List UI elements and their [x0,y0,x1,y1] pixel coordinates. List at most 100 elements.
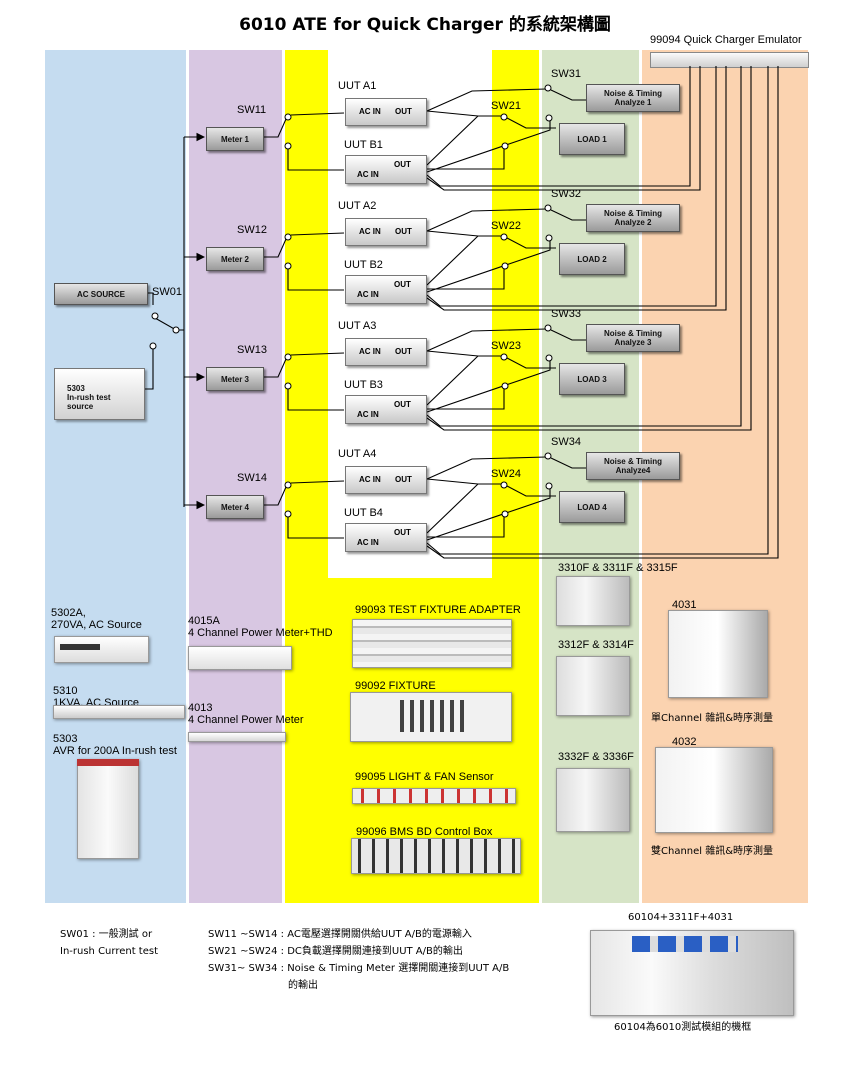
sw14-label: SW14 [237,472,267,484]
meter-4031-image [668,610,768,698]
load-4-box: LOAD 4 [559,491,625,523]
uut-a4-out: OUT [395,475,412,484]
noise-analyzer-1-box: Noise & Timing Analyze 1 [586,84,680,112]
frame-title: 60104+3311F+4031 [628,912,734,923]
fixture-99095-label: 99095 LIGHT & FAN Sensor [355,771,494,783]
fixture-99093-image [352,619,512,668]
uut-b2-acin: AC IN [357,290,379,299]
equip-4015a-image [188,646,292,670]
sw33-label: SW33 [551,308,581,320]
sw13-label: SW13 [237,344,267,356]
uut-a2-label: UUT A2 [338,200,377,212]
page-title: 6010 ATE for Quick Charger 的系統架構圖 [239,15,611,35]
fixture-99096-image [351,838,521,874]
inrush-source-text: 5303 In-rush test source [67,384,111,411]
emulator-wire-4 [426,66,769,555]
uut-a4-label: UUT A4 [338,448,377,460]
uut-a1-acin: AC IN [359,107,381,116]
sw22-node-b [501,262,509,270]
frame-screens [632,936,738,952]
uut-b1-input-wire [287,149,344,171]
uut-a3-input-wire [290,352,345,356]
equip-5310-image [53,705,185,719]
fixture-99093-label: 99093 TEST FIXTURE ADAPTER [355,604,521,616]
sw12-node-a [284,233,292,241]
uut-b2-out-noise [426,241,551,293]
sw11-node-b [284,142,292,150]
sw14-node-b [284,510,292,518]
sw24-node-a [500,481,508,489]
meter-1-box: Meter 1 [206,127,264,151]
sw13-blade [262,358,287,378]
uut-a2-out: OUT [395,227,412,236]
sw34-node-b [545,482,553,490]
uut-a4-box: AC IN OUT [345,466,427,494]
uut-b3-out-load [427,388,505,410]
sw14-blade [262,486,287,506]
uut-a1-input-wire [290,112,345,116]
sw33-node-a [544,324,552,332]
sw11-node-a [284,113,292,121]
equip-4013-image [188,732,286,742]
load-3312-image [556,656,630,716]
uut-b1-out: OUT [394,160,411,169]
equip-5303-image [77,759,139,859]
uut-b2-out-load [427,268,505,290]
uut-b4-out: OUT [394,528,411,537]
emulator-label: 99094 Quick Charger Emulator [650,34,802,46]
meter-4031-label: 4031 [672,599,697,611]
sw31-blade [550,89,586,101]
sw13-node-a [284,353,292,361]
uut-b3-out: OUT [394,400,411,409]
sw24-label: SW24 [491,468,521,480]
uut-b4-input-wire [287,517,344,539]
sw13-node-b [284,382,292,390]
uut-a1-label: UUT A1 [338,80,377,92]
emulator-wire-3b [426,66,752,431]
white-divider-3 [539,50,542,903]
emulator-wire-3 [426,66,742,427]
note-sw01-line1: SW01 : 一般測試 or [60,929,153,940]
sw22-blade [506,237,556,249]
meter-4032-label: 4032 [672,736,697,748]
load-3310-image [556,576,630,626]
sw23-node-b [501,382,509,390]
equip-4013-label: 4013 4 Channel Power Meter [188,702,304,726]
sw24-node-b [501,510,509,518]
uut-b3-out-split [426,355,479,406]
meter-4032-image [655,747,773,833]
uut-b1-out-load [427,148,505,170]
uut-a3-out-noise [426,328,547,352]
emulator-wire-4b [426,66,779,559]
sw32-label: SW32 [551,188,581,200]
fixture-99092-label: 99092 FIXTURE [355,680,436,692]
uut-a2-out-noise [426,208,547,232]
uut-b4-out-noise [426,489,551,541]
uut-b4-out-split [426,483,479,534]
equip-5302a-label: 5302A, 270VA, AC Source [51,607,142,631]
load-3332-image [556,768,630,832]
uut-b2-out-split [426,235,479,286]
noise-analyzer-2-box: Noise & Timing Analyze 2 [586,204,680,232]
sw21-node-a [500,113,508,121]
sw21-label: SW21 [491,100,521,112]
sw11-blade [262,118,287,138]
uut-b2-out: OUT [394,280,411,289]
sw12-node-b [284,262,292,270]
emulator-device [650,52,809,68]
sw01-blade [154,317,184,331]
note-sw01-line2: In-rush Current test [60,946,159,957]
uut-a4-acin: AC IN [359,475,381,484]
ac-source-wire [146,292,154,305]
emulator-wire-1 [426,66,691,187]
sw01-node-bottom [149,342,157,350]
load-3310-label: 3310F & 3311F & 3315F [558,562,678,574]
sw22-label: SW22 [491,220,521,232]
uut-b3-out-noise [426,361,551,413]
emulator-wire-2b [426,66,727,311]
sw23-label: SW23 [491,340,521,352]
